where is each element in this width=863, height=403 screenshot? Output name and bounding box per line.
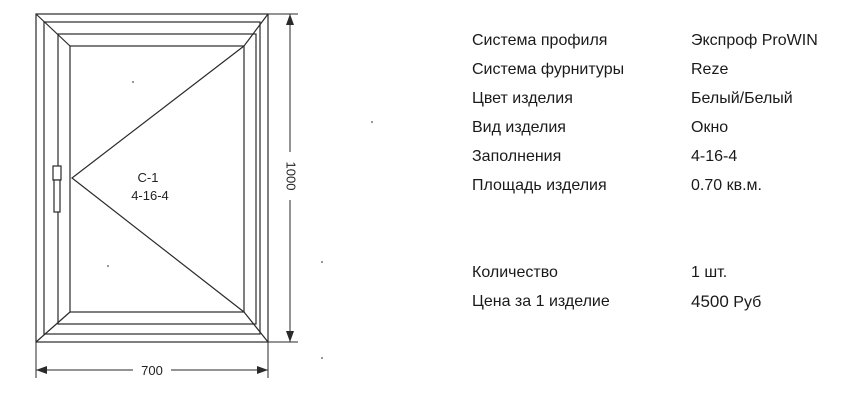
spec-row-type: Вид изделия Окно <box>472 113 818 142</box>
bevel-tl <box>35 13 71 47</box>
spec-label: Площадь изделия <box>472 177 607 194</box>
spec-row-area: Площадь изделия 0.70 кв.м. <box>472 171 818 200</box>
height-arrow-top <box>286 14 294 25</box>
width-arrow-right <box>257 366 268 374</box>
bevel-bl <box>35 311 71 343</box>
spec-value: Reze <box>691 61 729 78</box>
spec-value: 0.70 кв.м. <box>691 177 762 194</box>
spec-label: Вид изделия <box>472 119 566 136</box>
spec-value: Экспроф ProWIN <box>691 32 818 49</box>
bevel-br <box>243 311 269 343</box>
quantity-value: 1 шт. <box>691 264 728 281</box>
spec-row-color: Цвет изделия Белый/Белый <box>472 84 818 113</box>
width-dimension-label: 700 <box>141 363 163 378</box>
spec-row-hardware: Система фурнитуры Reze <box>472 55 818 84</box>
spec-label: Система профиля <box>472 32 608 49</box>
price-amount: 4500 <box>691 292 729 311</box>
handle-icon <box>52 165 62 213</box>
opening-direction-lines <box>71 45 245 313</box>
outer-frame <box>35 13 269 343</box>
sash-label: C-1 <box>138 170 159 185</box>
glass-pane <box>69 45 245 313</box>
height-arrow-bottom <box>286 331 294 342</box>
quantity-label: Количество <box>472 264 558 281</box>
height-dimension-label: 1000 <box>284 162 299 191</box>
spec-label: Система фурнитуры <box>472 61 625 78</box>
frame-inner-edge <box>43 21 261 335</box>
glazing-label: 4-16-4 <box>131 188 169 203</box>
quantity-row: Количество 1 шт. <box>472 258 818 287</box>
price-value: 4500 Руб <box>691 287 761 316</box>
spec-value: 4-16-4 <box>691 148 738 165</box>
spec-row-profile: Система профиля Экспроф ProWIN <box>472 26 818 55</box>
spec-label: Заполнения <box>472 148 562 165</box>
spec-label: Цвет изделия <box>472 90 573 107</box>
width-arrow-left <box>36 366 47 374</box>
spec-table: Система профиля Экспроф ProWIN Система ф… <box>472 26 818 316</box>
spec-value: Белый/Белый <box>691 90 793 107</box>
spec-value: Окно <box>691 119 729 136</box>
window-drawing: C-1 4-16-4 700 1000 <box>35 13 373 378</box>
price-label: Цена за 1 изделие <box>472 293 610 310</box>
price-row: Цена за 1 изделие 4500 Руб <box>472 287 818 316</box>
bevel-tr <box>243 13 269 47</box>
spec-row-filling: Заполнения 4-16-4 <box>472 142 818 171</box>
price-currency: Руб <box>733 294 762 311</box>
